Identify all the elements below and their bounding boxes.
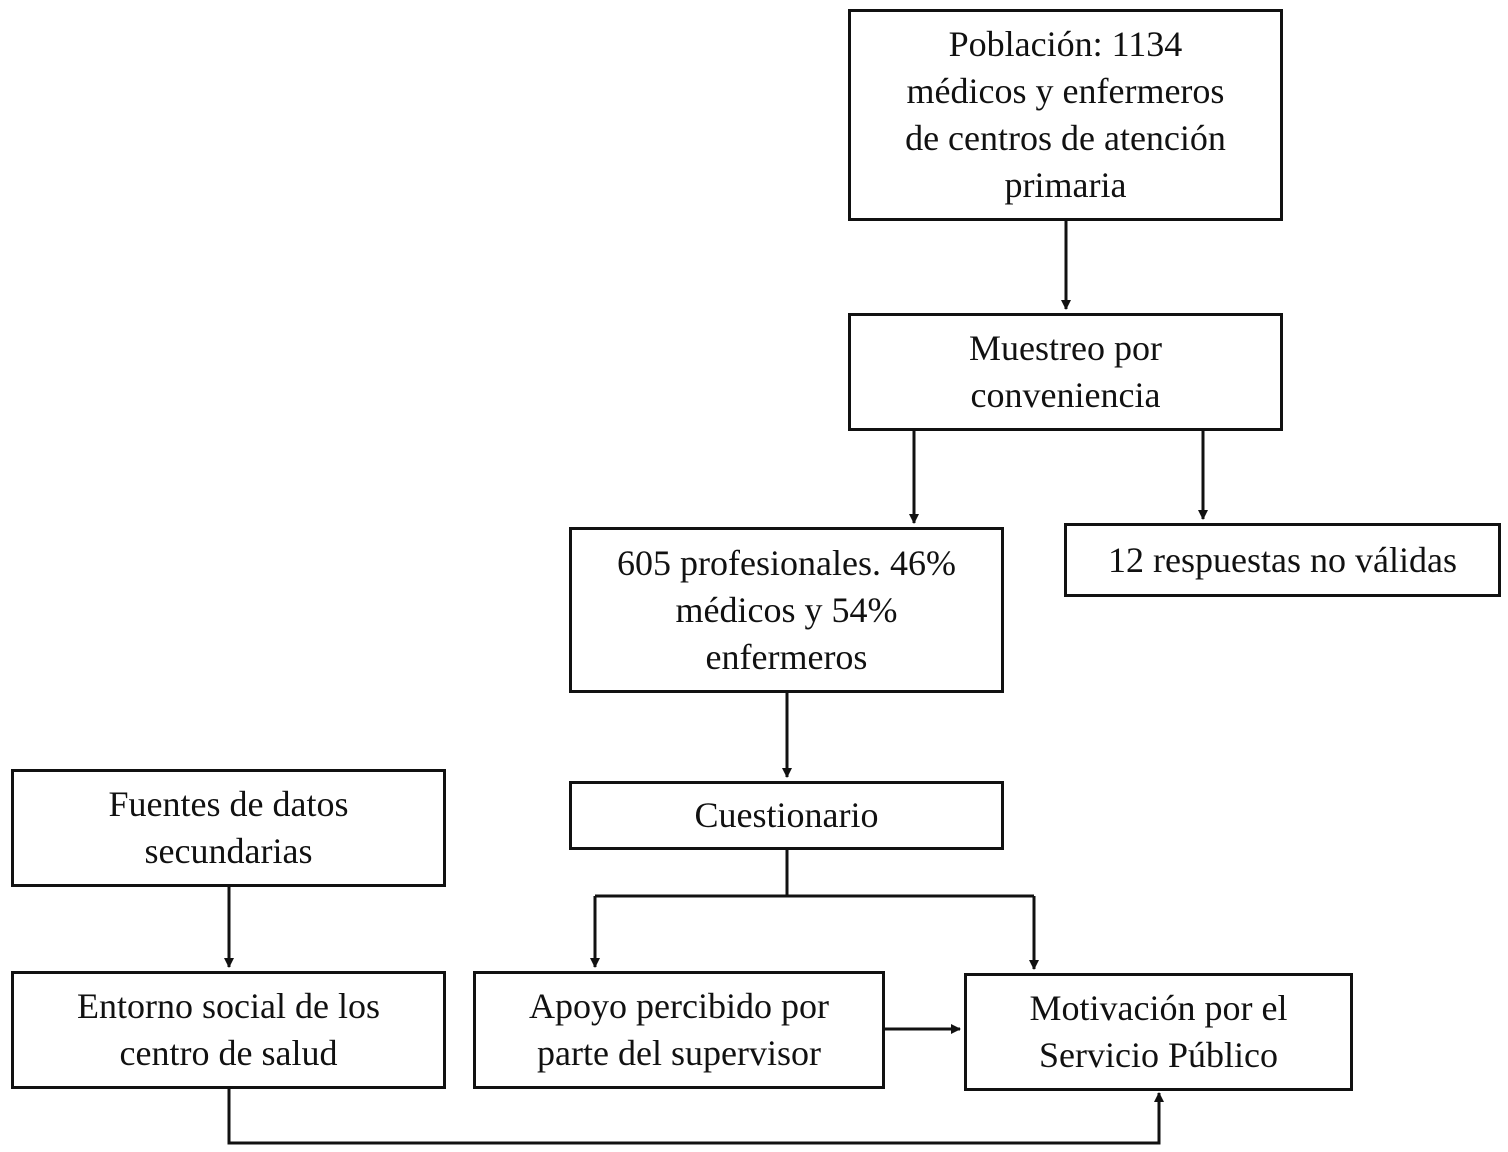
node-apoyo-line-1: Apoyo percibido por	[529, 986, 829, 1026]
node-fuentes: Fuentes de datos secundarias	[11, 769, 446, 887]
node-apoyo: Apoyo percibido por parte del supervisor	[473, 971, 885, 1089]
node-motivacion-line-2: Servicio Público	[1039, 1035, 1278, 1075]
node-muestreo-line-1: Muestreo por	[969, 328, 1162, 368]
node-muestreo: Muestreo por conveniencia	[848, 313, 1283, 431]
node-apoyo-line-2: parte del supervisor	[537, 1033, 821, 1073]
node-fuentes-line-1: Fuentes de datos	[108, 784, 349, 824]
node-motivacion-line-1: Motivación por el	[1029, 988, 1288, 1028]
node-muestreo-line-2: conveniencia	[970, 375, 1161, 415]
node-profesionales: 605 profesionales. 46% médicos y 54% enfer…	[569, 527, 1004, 693]
node-poblacion-line-1: Población: 1134	[948, 24, 1183, 64]
node-poblacion: Población: 1134 médicos y enfermeros de ce…	[848, 9, 1283, 221]
node-profesionales-line-3: enfermeros	[705, 636, 868, 677]
node-poblacion-line-3: de centros de atención	[905, 118, 1226, 158]
node-fuentes-line-2: secundarias	[144, 831, 313, 871]
node-profesionales-line-1: 605 profesionales. 46%	[617, 542, 956, 583]
node-profesionales-line-2: médicos y 54%	[675, 589, 898, 630]
arrow-entorno-to-motivacion	[227, 1089, 1164, 1145]
node-motivacion: Motivación por el Servicio Público	[964, 973, 1353, 1091]
node-cuestionario-line-1: Cuestionario	[694, 795, 879, 835]
node-poblacion-line-2: médicos y enfermeros	[906, 71, 1225, 111]
node-entorno: Entorno social de los centro de salud	[11, 971, 446, 1089]
node-entorno-line-2: centro de salud	[119, 1033, 338, 1073]
node-poblacion-line-4: primaria	[1004, 165, 1127, 205]
node-cuestionario: Cuestionario	[569, 781, 1004, 850]
node-no-validas-line-1: 12 respuestas no válidas	[1108, 539, 1457, 580]
node-entorno-line-1: Entorno social de los	[77, 986, 380, 1026]
node-no-validas: 12 respuestas no válidas	[1064, 523, 1501, 597]
